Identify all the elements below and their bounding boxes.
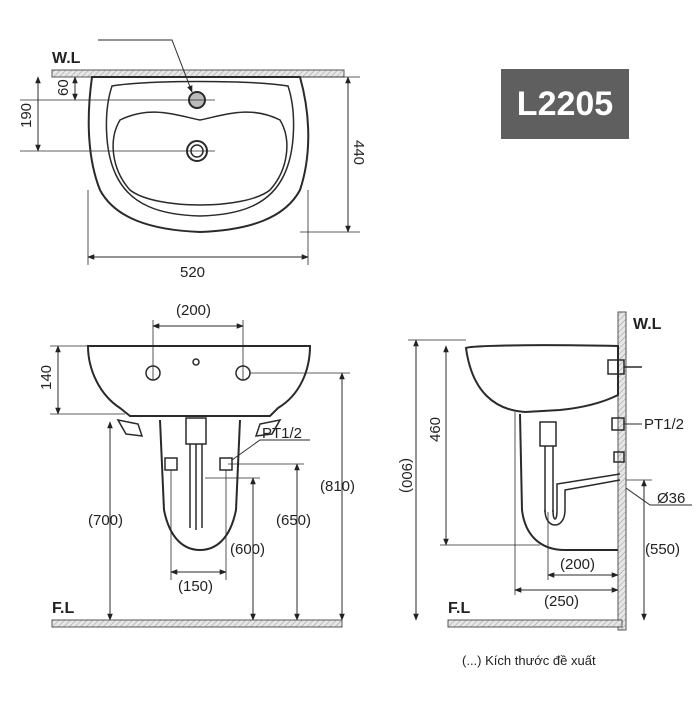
front-pedestal [159,419,241,552]
side-wall [617,311,627,631]
top-dim-440: 440 [350,140,367,165]
side-dim-900: (900) [398,458,415,493]
footnote: (...) Kích thước đề xuất [462,653,596,668]
model-code: L2205 [516,84,614,123]
front-dim-810: (810) [320,478,355,495]
side-dim-460: 460 [427,417,444,442]
front-dim-140: 140 [38,365,55,390]
front-floor [51,619,343,628]
top-view [20,39,360,265]
top-wall [51,69,345,78]
front-fl-label: F.L [52,600,74,617]
front-dim-200: (200) [176,302,211,319]
top-basin-outline [87,76,310,234]
top-wl-label: W.L [52,50,81,67]
side-dim-36: Ø36 [657,490,685,507]
model-badge: L2205 [501,69,629,139]
side-dim-200: (200) [560,556,595,573]
side-floor [447,619,623,628]
side-wl-label: W.L [633,316,662,333]
front-dim-650: (650) [276,512,311,529]
top-basin-inner [105,80,295,217]
top-dim-520: 520 [180,264,205,281]
side-dim-550: (550) [645,541,680,558]
front-dim-150: (150) [178,578,213,595]
side-pt-label: PT1/2 [644,416,684,433]
front-view [50,320,350,628]
top-basin-bowl [112,111,288,206]
front-dim-600: (600) [230,541,265,558]
front-pt-label: PT1/2 [262,425,302,442]
side-basin [464,344,619,414]
side-fl-label: F.L [448,600,470,617]
top-dim-60: 60 [55,79,72,96]
side-pedestal [519,413,618,551]
top-dim-190: 190 [18,103,35,128]
front-dim-700: (700) [88,512,123,529]
front-basin [86,345,312,417]
side-dim-250: (250) [544,593,579,610]
side-view [408,311,692,631]
